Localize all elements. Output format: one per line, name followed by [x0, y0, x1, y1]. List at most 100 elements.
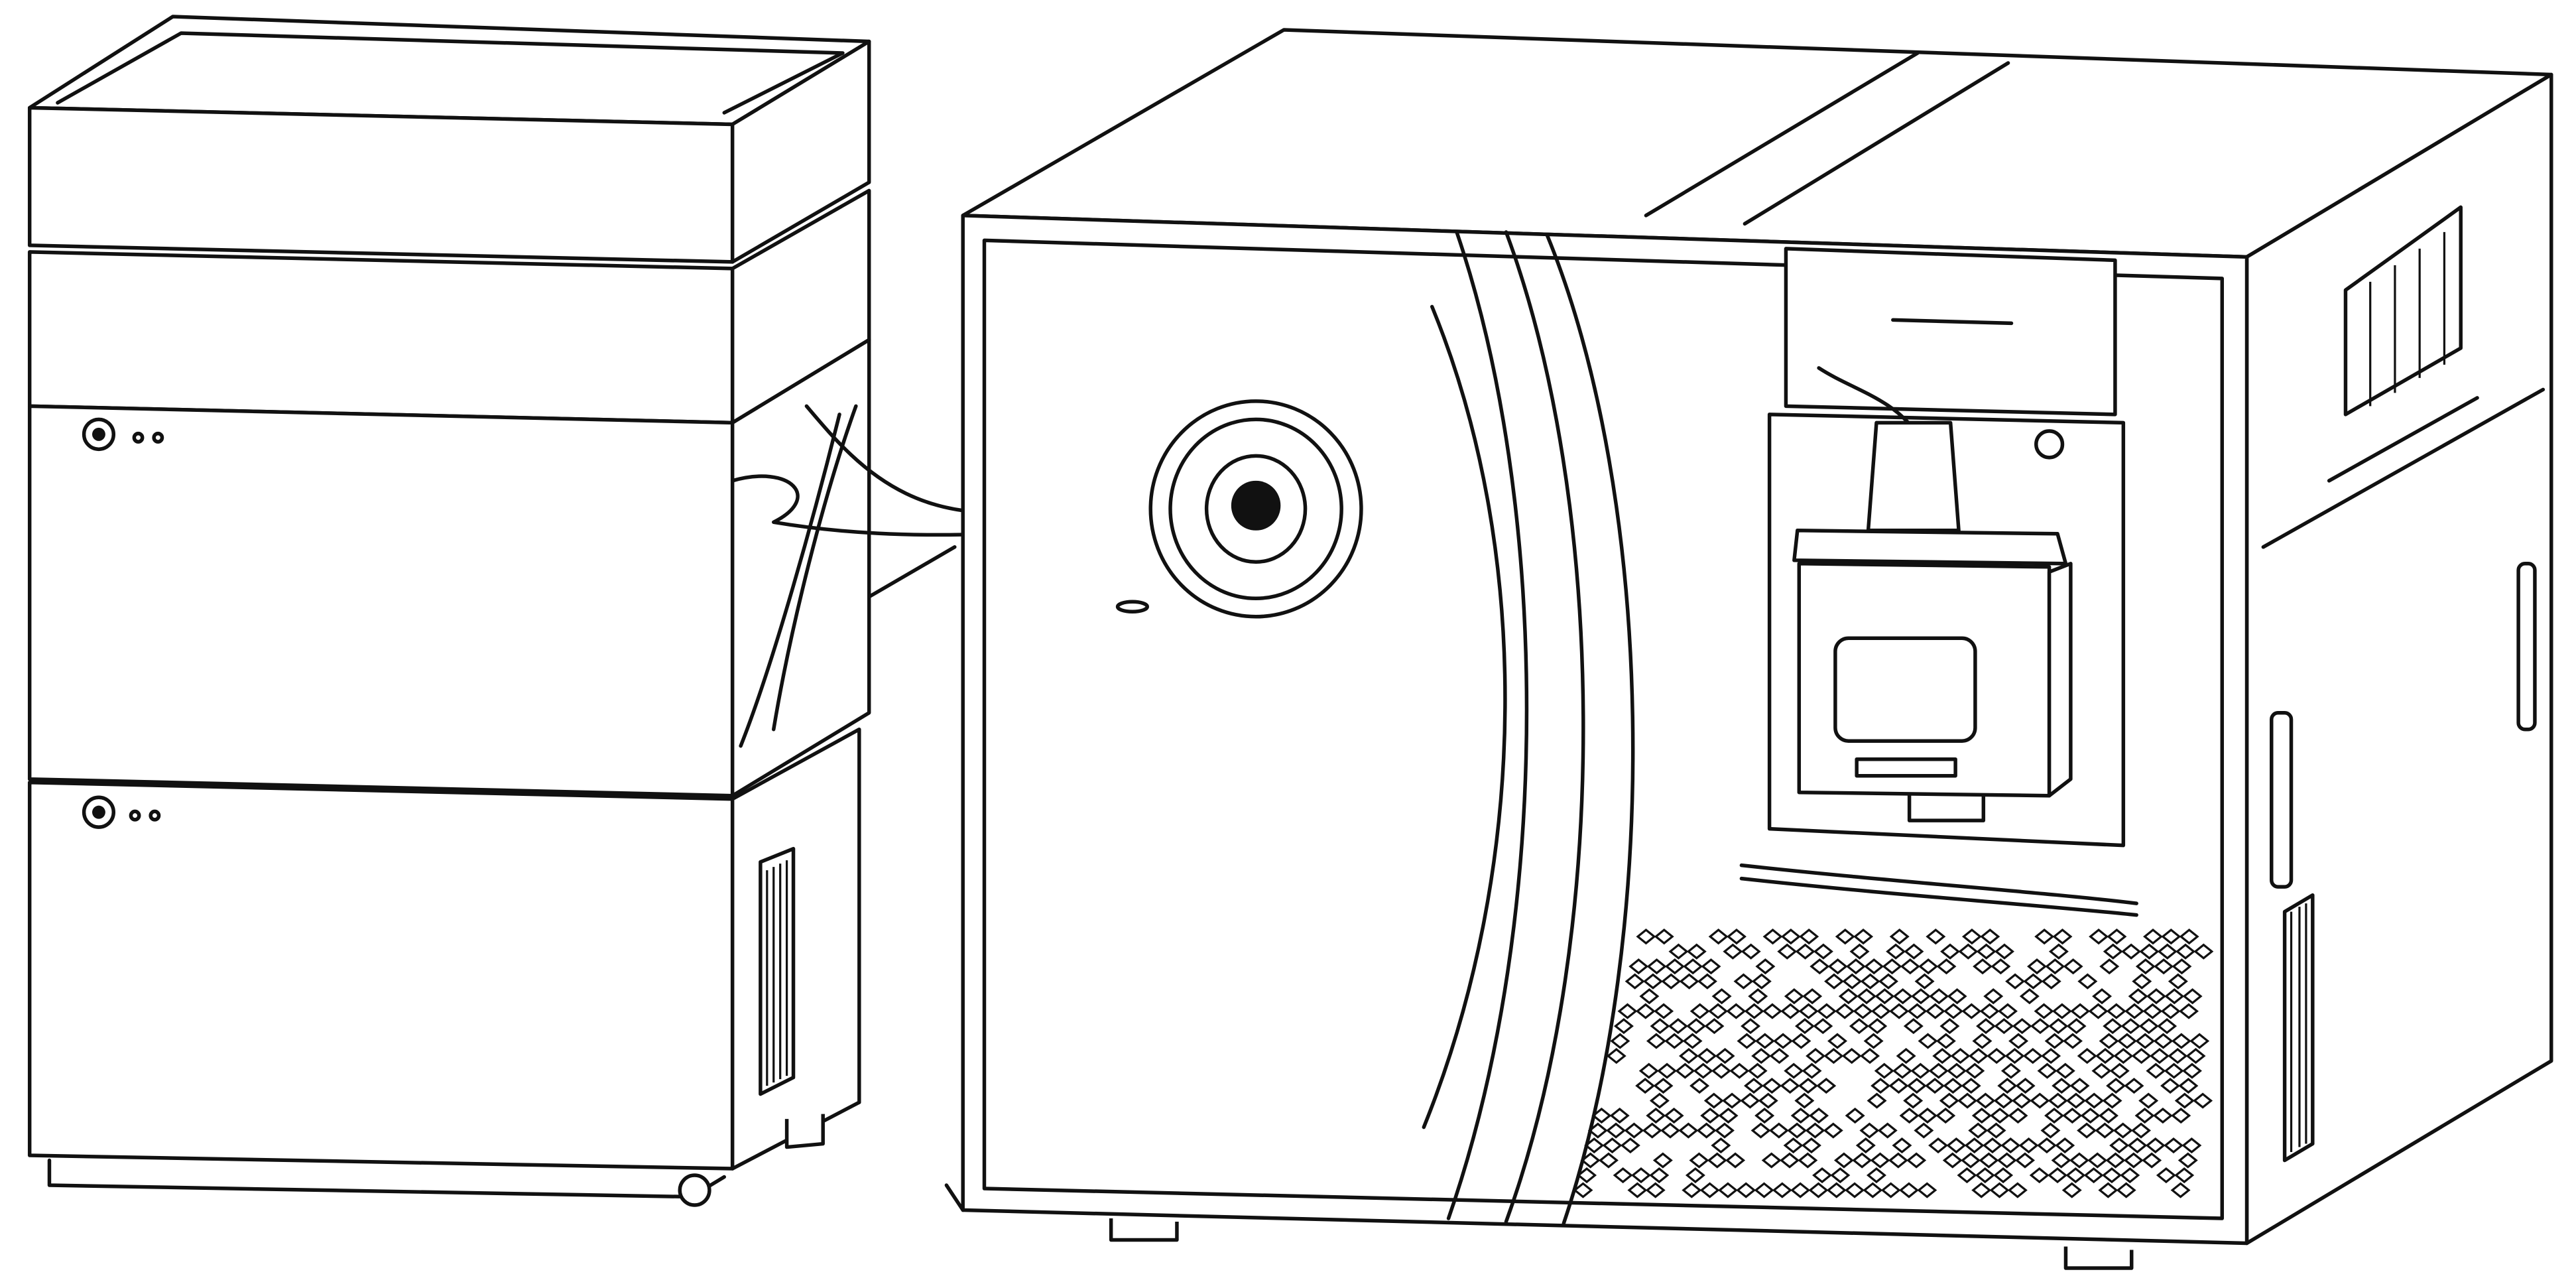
- grille-hole: [1903, 1018, 1924, 1035]
- grille-hole: [2048, 943, 2069, 960]
- grille-hole: [1726, 929, 1747, 945]
- grille-hole: [2008, 1033, 2029, 1049]
- grille-hole: [2063, 958, 2083, 975]
- grille-hole: [1917, 1182, 1937, 1198]
- side-vent: [2343, 205, 2463, 417]
- grille-hole: [1701, 958, 1721, 975]
- lc-stack: [27, 15, 871, 1207]
- grille-hole: [1813, 1018, 1833, 1035]
- grille-hole: [1813, 943, 1833, 960]
- grille-hole: [1816, 1078, 1837, 1094]
- grille-hole: [1685, 1167, 1705, 1184]
- grille-hole: [1652, 1152, 1673, 1169]
- grille-hole: [2181, 1063, 2202, 1079]
- grille-hole: [2193, 1092, 2213, 1109]
- grille-hole: [1682, 1033, 1703, 1049]
- grille-hole: [2007, 1182, 2028, 1198]
- caster-wheel: [678, 1173, 711, 1207]
- grille-hole: [1853, 929, 1874, 945]
- grille-hole: [1904, 943, 1924, 960]
- grille-hole: [2019, 988, 2040, 1005]
- grille-hole: [1983, 988, 2004, 1005]
- mass-spectrometer: [944, 28, 2553, 1270]
- grille-hole: [1714, 1122, 1735, 1139]
- grille-hole: [1986, 1122, 2006, 1139]
- grille-hole: [1889, 929, 1910, 945]
- ion-source-window: [1767, 247, 2126, 848]
- side-vent: [759, 846, 796, 1096]
- grille-hole: [1620, 1137, 1640, 1154]
- grille-hole: [1935, 1107, 1956, 1124]
- grille-hole: [1645, 1182, 1666, 1198]
- grille-hole: [2052, 929, 2073, 945]
- grille-hole: [1577, 1167, 1597, 1184]
- grille-hole: [2132, 973, 2152, 990]
- lc-module-2: [27, 338, 871, 798]
- grille-hole: [1863, 1033, 1884, 1049]
- grille-hole: [2178, 1078, 2199, 1094]
- grille-hole: [2102, 1092, 2122, 1109]
- grille-hole: [1939, 1018, 1960, 1035]
- grille-hole: [2172, 958, 2192, 975]
- grille-hole: [2138, 1092, 2159, 1109]
- grille-hole: [1878, 973, 1898, 990]
- grille-hole: [2040, 1122, 2061, 1139]
- grille-hole: [2174, 1167, 2195, 1184]
- grille-hole: [1799, 929, 1819, 945]
- grille-hole: [1654, 929, 1674, 945]
- grille-hole: [1758, 1092, 1778, 1109]
- grille-hole: [1689, 1078, 1710, 1094]
- grille-hole: [1855, 1137, 1876, 1154]
- grille-hole: [1994, 943, 2014, 960]
- grille-hole: [1906, 1152, 1927, 1169]
- grille-hole: [1741, 943, 1761, 960]
- grille-hole: [1711, 988, 1732, 1005]
- grille-hole: [1791, 1033, 1811, 1049]
- grille-hole: [2179, 929, 2199, 945]
- ion-source-port: [1148, 399, 1363, 619]
- grille-hole: [1896, 1048, 1916, 1064]
- grille-hole: [2168, 973, 2188, 990]
- grille-hole: [1649, 1092, 1670, 1109]
- grille-hole: [1748, 988, 1768, 1005]
- grille-hole: [1801, 1137, 1821, 1154]
- grille-hole: [1823, 1122, 1843, 1139]
- grille-hole: [2041, 973, 2061, 990]
- grille-hole: [2120, 1167, 2140, 1184]
- grille-hole: [1718, 1107, 1739, 1124]
- grille-hole: [2015, 1078, 2036, 1094]
- grille-hole: [1830, 1167, 1851, 1184]
- grille-hole: [2107, 929, 2127, 945]
- grille-hole: [2066, 1018, 2087, 1035]
- grille-hole: [1877, 1122, 1898, 1139]
- grille-hole: [2131, 1122, 2152, 1139]
- grille-hole: [2109, 1063, 2130, 1079]
- grille-hole: [2041, 1048, 2061, 1064]
- grille-hole: [1613, 1018, 1634, 1035]
- grille-hole: [1860, 1048, 1880, 1064]
- vent-grille: [1573, 929, 2214, 1198]
- grille-hole: [1867, 1018, 1888, 1035]
- grille-hole: [1845, 1107, 1865, 1124]
- grille-hole: [1769, 1048, 1790, 1064]
- grille-hole: [1794, 1092, 1815, 1109]
- grille-hole: [1755, 958, 1776, 975]
- grille-hole: [1747, 1063, 1768, 1079]
- grille-hole: [1947, 988, 1967, 1005]
- grille-hole: [1914, 1122, 1934, 1139]
- grille-hole: [1610, 1033, 1630, 1049]
- grille-hole: [1827, 1033, 1848, 1049]
- grille-hole: [1991, 958, 2011, 975]
- grille-hole: [1639, 988, 1660, 1005]
- grille-hole: [1697, 973, 1717, 990]
- grille-hole: [2142, 1152, 2162, 1169]
- grille-hole: [1926, 929, 1946, 945]
- grille-hole: [1936, 958, 1957, 975]
- grille-hole: [1867, 1092, 1887, 1109]
- solvent-tray: [27, 15, 871, 264]
- side-handle: [2270, 710, 2294, 889]
- grille-hole: [1653, 1078, 1674, 1094]
- lc-module-3: [27, 727, 861, 1171]
- grille-hole: [2185, 1048, 2206, 1064]
